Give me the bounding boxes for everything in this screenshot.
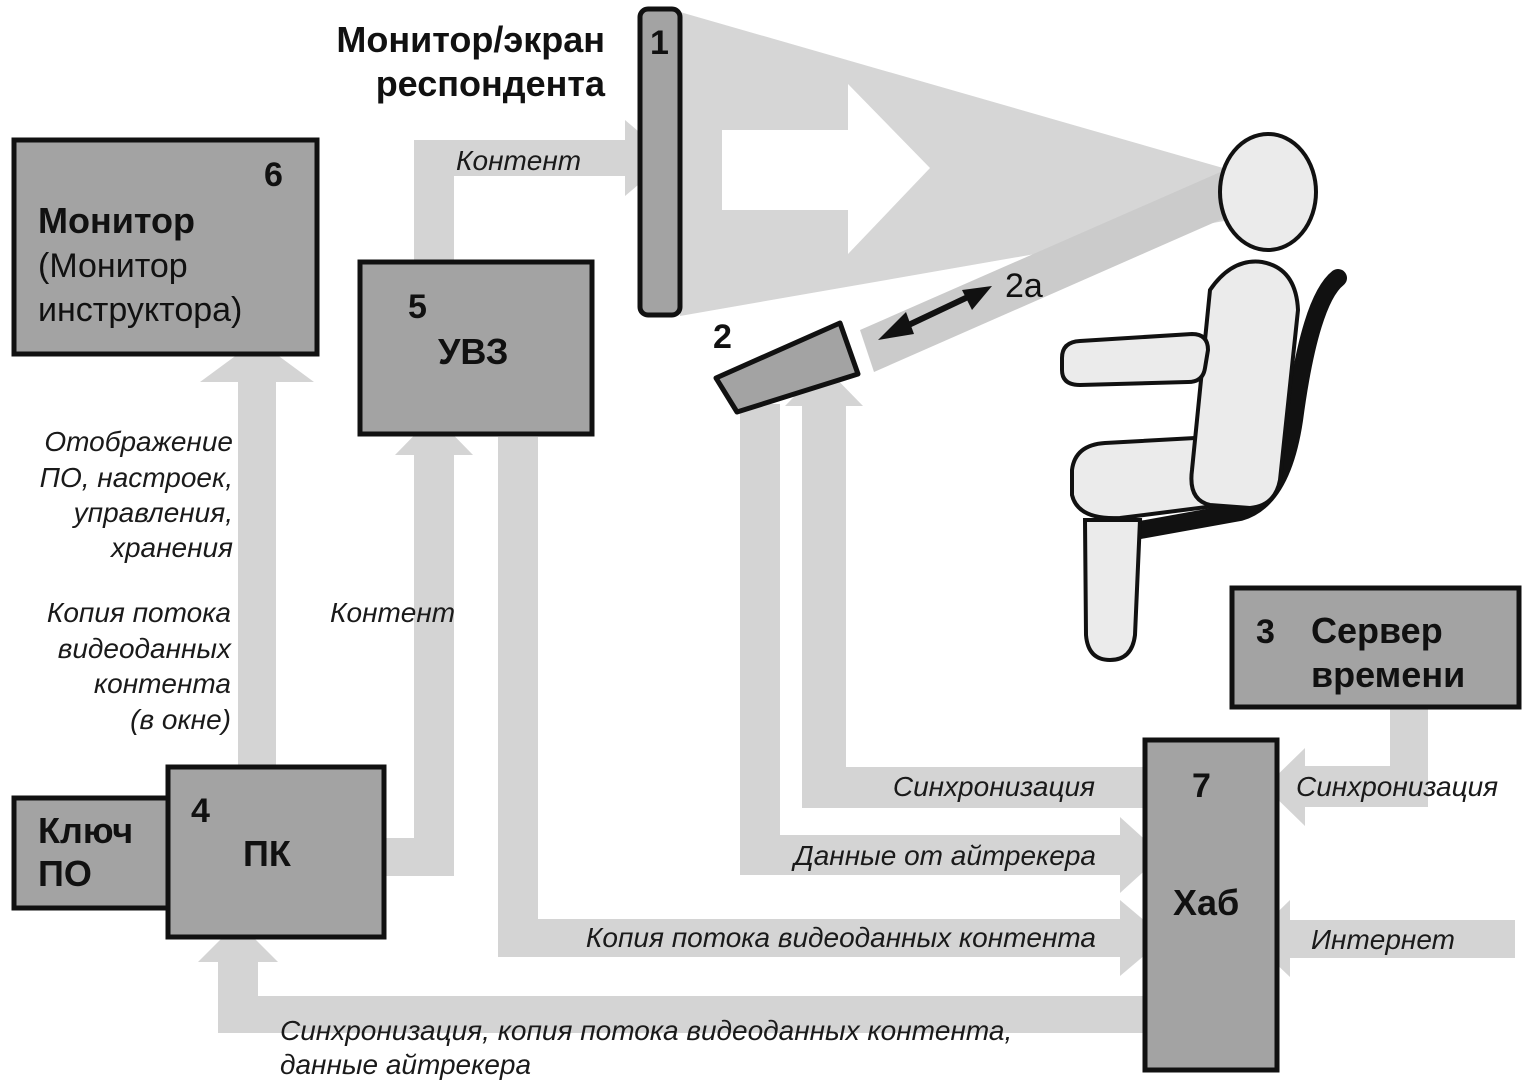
respondent-screen: [637, 6, 683, 318]
tracker-beam: [860, 170, 1238, 372]
tracker-data-label: Данные от айтрекера: [791, 840, 1096, 871]
sync-tracker-label: Синхронизация: [893, 771, 1095, 802]
time-server-box: [1229, 585, 1522, 710]
instructor-monitor-box: [11, 137, 320, 357]
internet-flow: [1250, 900, 1515, 977]
copy-window-label-4: (в окне): [130, 704, 231, 735]
key-line2: ПО: [38, 853, 92, 894]
uvz-box: [357, 259, 595, 437]
video-copy-flow: [498, 437, 1165, 976]
content-flow-pc-to-uvz: [385, 415, 473, 876]
respondent-figure: [1060, 132, 1347, 663]
key-line1: Ключ: [38, 810, 133, 851]
tracker-data-flow: [740, 404, 1162, 893]
eye-tracker: [713, 320, 861, 415]
monitor-subtitle-line1: (Монитор: [38, 247, 188, 285]
monitor-subtitle-line2: инструктора): [38, 291, 242, 329]
copy-window-label-1: Копия потока: [47, 597, 231, 628]
hub-to-pc-flow: [198, 922, 1152, 1033]
hub-box: [1142, 737, 1280, 1073]
bottom-label-1: Синхронизация, копия потока видеоданных …: [280, 1015, 1012, 1046]
view-direction-arrow: [722, 84, 930, 254]
display-label-3: управления,: [72, 497, 233, 528]
tracker-number: 2: [713, 318, 732, 356]
screen-title-line2: респондента: [376, 63, 606, 104]
pc-number: 4: [191, 792, 210, 830]
monitor-number: 6: [264, 156, 283, 194]
sync-from-server-flow: [1265, 708, 1428, 826]
display-label-4: хранения: [109, 532, 233, 563]
display-label-2: ПО, настроек,: [40, 462, 233, 493]
display-flow-to-monitor: [200, 340, 314, 765]
screen-title-line1: Монитор/экран: [336, 19, 605, 60]
content-flow-to-screen: [414, 120, 670, 262]
sync-to-tracker-flow: [785, 366, 1150, 808]
bottom-label-2: данные айтрекера: [280, 1049, 531, 1080]
internet-label: Интернет: [1311, 924, 1455, 955]
distance-double-arrow: [878, 286, 992, 340]
copy-window-label-2: видеоданных: [58, 633, 232, 664]
time-server-line2: времени: [1311, 654, 1465, 695]
hub-number: 7: [1192, 767, 1211, 805]
sync-server-label: Синхронизация: [1296, 771, 1498, 802]
monitor-title: Монитор: [38, 200, 195, 241]
time-server-line1: Сервер: [1311, 610, 1443, 651]
uvz-label: УВЗ: [438, 331, 508, 372]
distance-label: 2а: [1005, 267, 1043, 305]
content-top-label: Контент: [456, 145, 581, 176]
video-copy-label: Копия потока видеоданных контента: [586, 922, 1096, 953]
uvz-number: 5: [408, 288, 427, 326]
screen-number: 1: [650, 24, 669, 62]
pc-label: ПК: [243, 833, 292, 874]
content-mid-label: Контент: [330, 597, 455, 628]
copy-window-label-3: контента: [94, 668, 231, 699]
display-label-1: Отображение: [44, 426, 233, 457]
time-server-number: 3: [1256, 613, 1275, 651]
pc-box: [165, 764, 387, 940]
hub-label: Хаб: [1173, 882, 1239, 923]
